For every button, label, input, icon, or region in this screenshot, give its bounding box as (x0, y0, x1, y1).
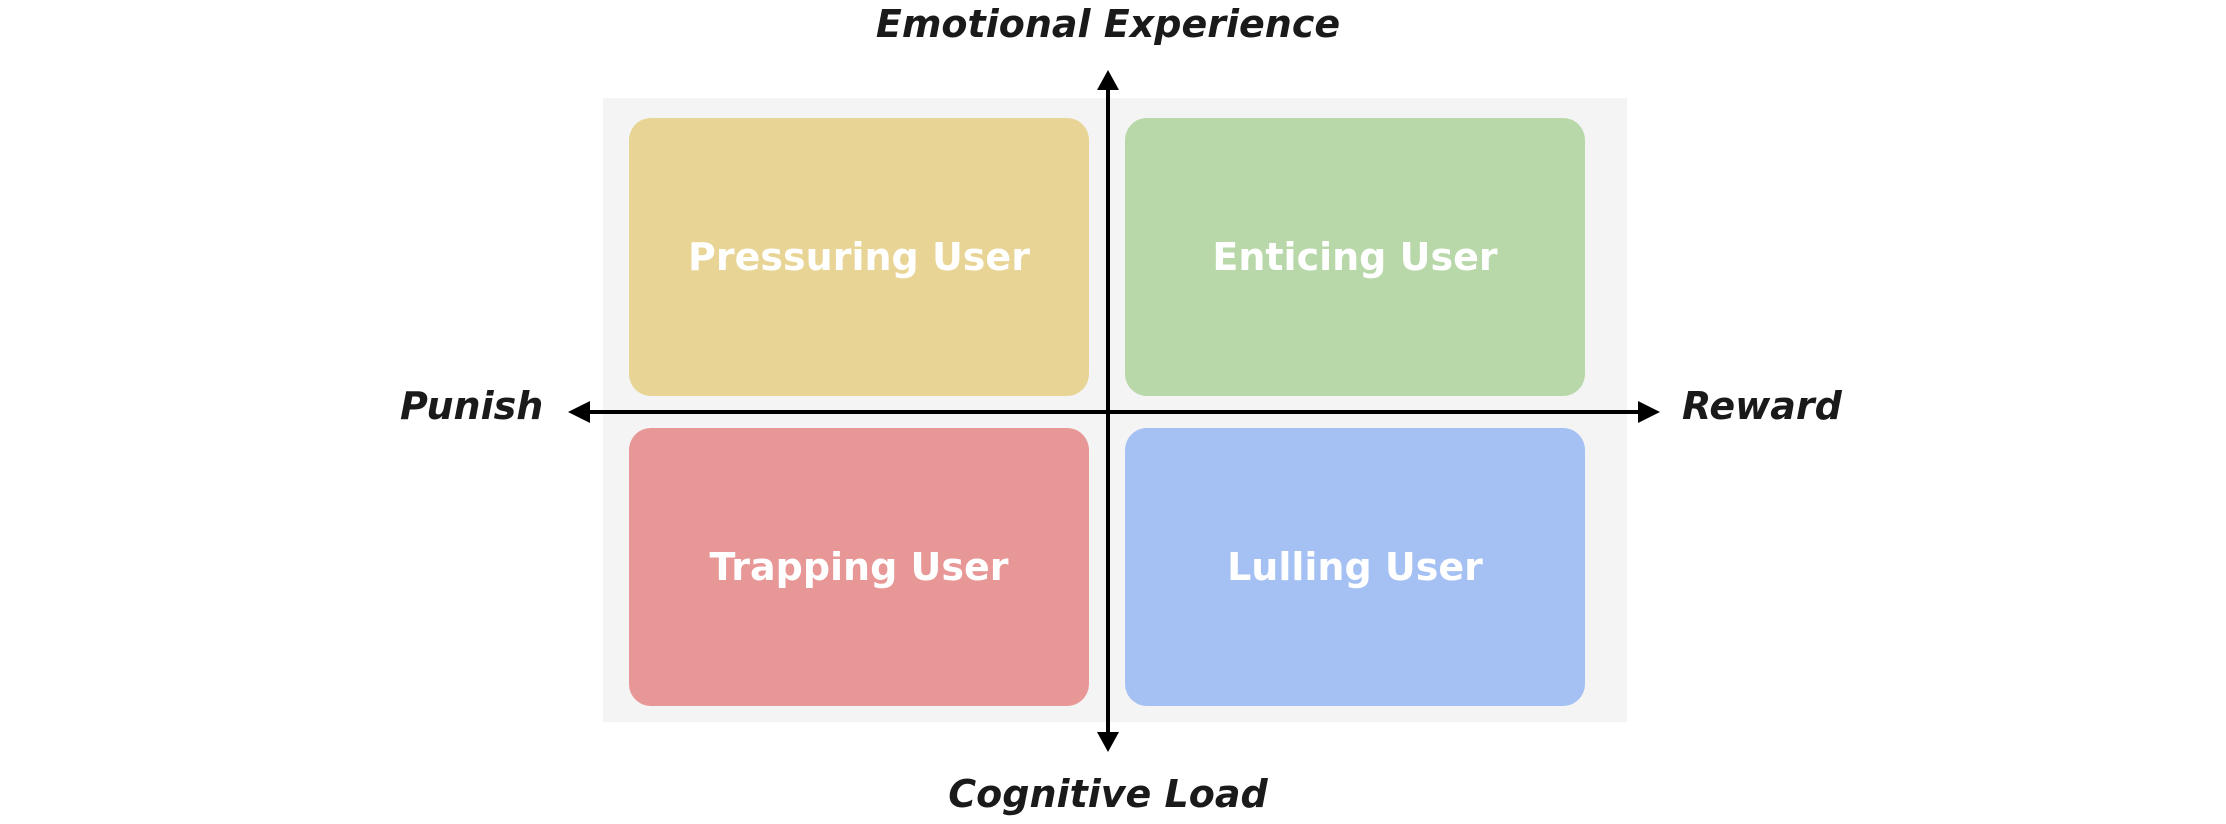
quadrant-label: Pressuring User (688, 235, 1030, 279)
axis-label-cognitive-load: Cognitive Load (948, 772, 1268, 816)
axis-label-reward: Reward (1682, 384, 1842, 428)
arrow-down-icon (1097, 732, 1119, 752)
quadrant-lulling-user: Lulling User (1125, 428, 1585, 706)
arrow-up-icon (1097, 70, 1119, 90)
quadrant-pressuring-user: Pressuring User (629, 118, 1089, 396)
quadrant-trapping-user: Trapping User (629, 428, 1089, 706)
quadrant-label: Lulling User (1227, 545, 1483, 589)
axis-label-punish: Punish (400, 384, 544, 428)
quadrant-label: Trapping User (709, 545, 1009, 589)
arrow-right-icon (1638, 401, 1660, 423)
arrow-left-icon (568, 401, 590, 423)
quadrant-enticing-user: Enticing User (1125, 118, 1585, 396)
quadrant-label: Enticing User (1212, 235, 1498, 279)
axis-label-emotional-experience: Emotional Experience (875, 2, 1341, 46)
